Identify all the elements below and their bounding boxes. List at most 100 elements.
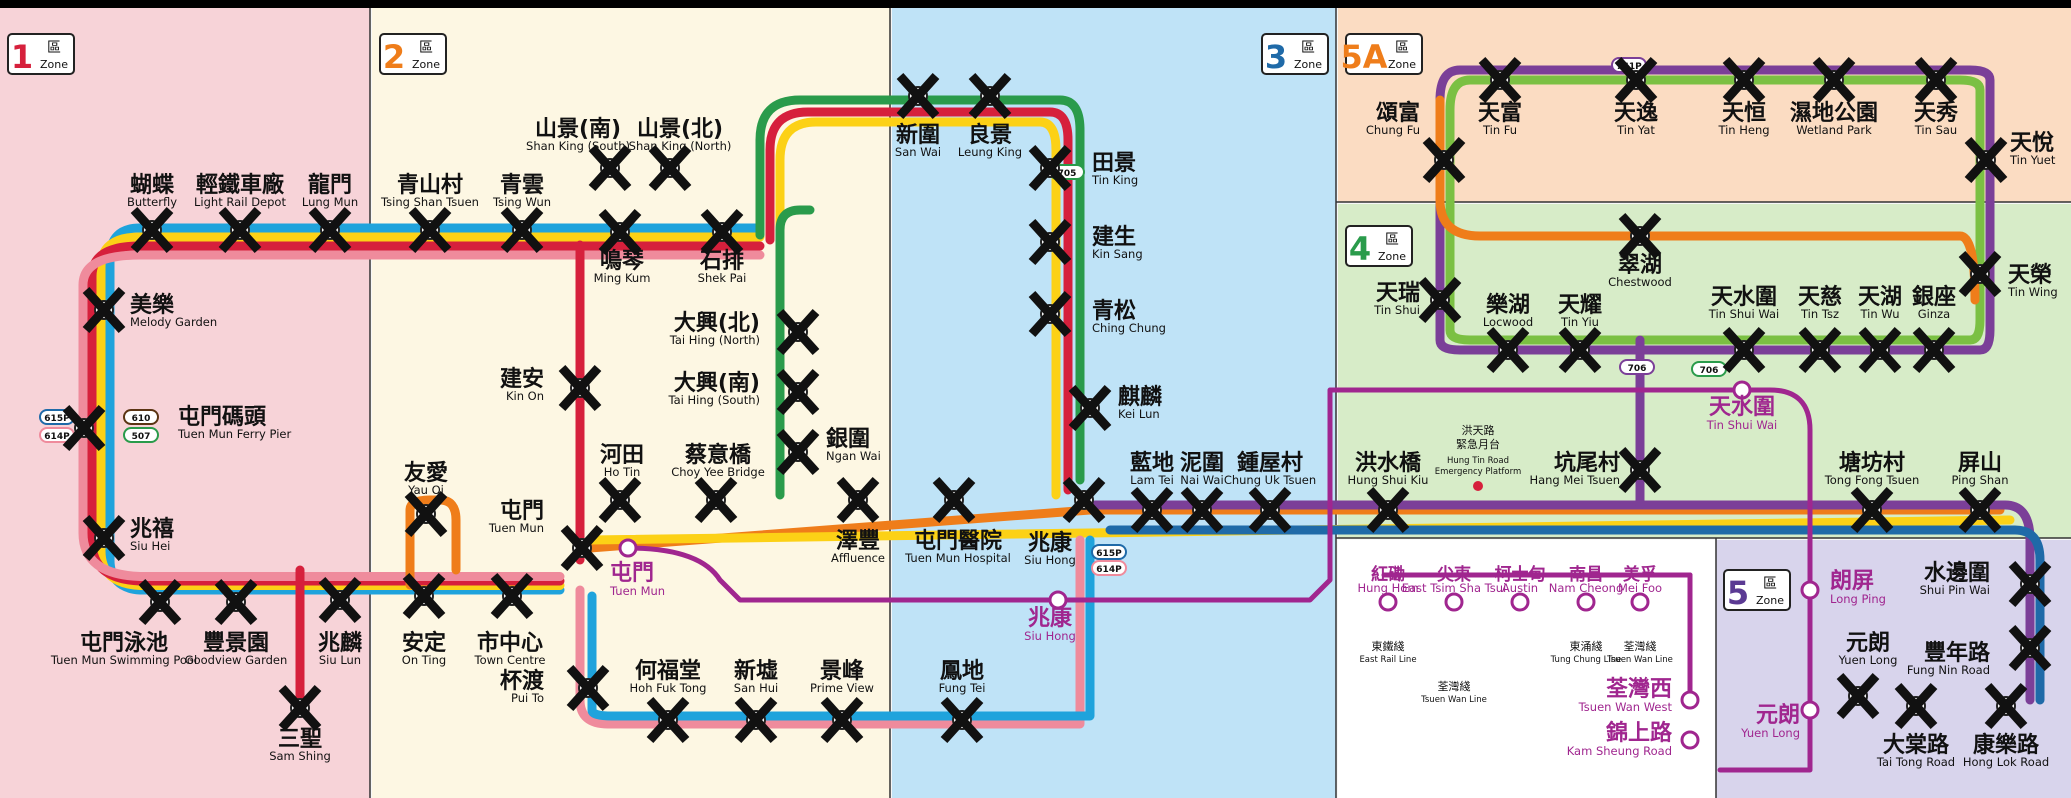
station-name-zh: 康樂路	[1973, 732, 2040, 758]
station-closed-cross	[1964, 136, 2008, 184]
mtr-station-marker	[1510, 592, 1530, 612]
station-name-zh: 天逸	[1614, 100, 1658, 126]
station-shan-king-south-[interactable]: 山景(南)Shan King (South)	[526, 117, 632, 192]
station-closed-cross	[560, 524, 604, 572]
station-name-en: Tin Shui Wai	[1708, 307, 1779, 321]
station-name-en: On Ting	[402, 653, 446, 667]
bus-route-label: 614P	[44, 432, 70, 442]
bus-route-badge: 610	[123, 409, 159, 425]
mtr-station-marker	[1800, 580, 1820, 600]
mtr-station-name-en: Long Ping	[1830, 592, 1886, 606]
station-name-zh: 澤豐	[836, 529, 880, 554]
station-tai-hing-south-[interactable]: 大興(南)Tai Hing (South)	[667, 368, 820, 416]
emergency-platform-name-zh: 洪天路	[1462, 423, 1495, 437]
station-name-en: Tsing Shan Tsuen	[380, 195, 479, 209]
mtr-station-name-en: Tsuen Wan West	[1578, 700, 1673, 714]
zone-word: 區	[1301, 40, 1315, 56]
station-closed-cross	[1914, 56, 1958, 104]
station-shan-king-north-[interactable]: 山景(北)Shan King (North)	[629, 117, 732, 192]
station-name-en: Melody Garden	[130, 315, 217, 329]
station-tai-hing-north-[interactable]: 大興(北)Tai Hing (North)	[669, 308, 820, 356]
station-closed-cross	[1028, 144, 1072, 192]
